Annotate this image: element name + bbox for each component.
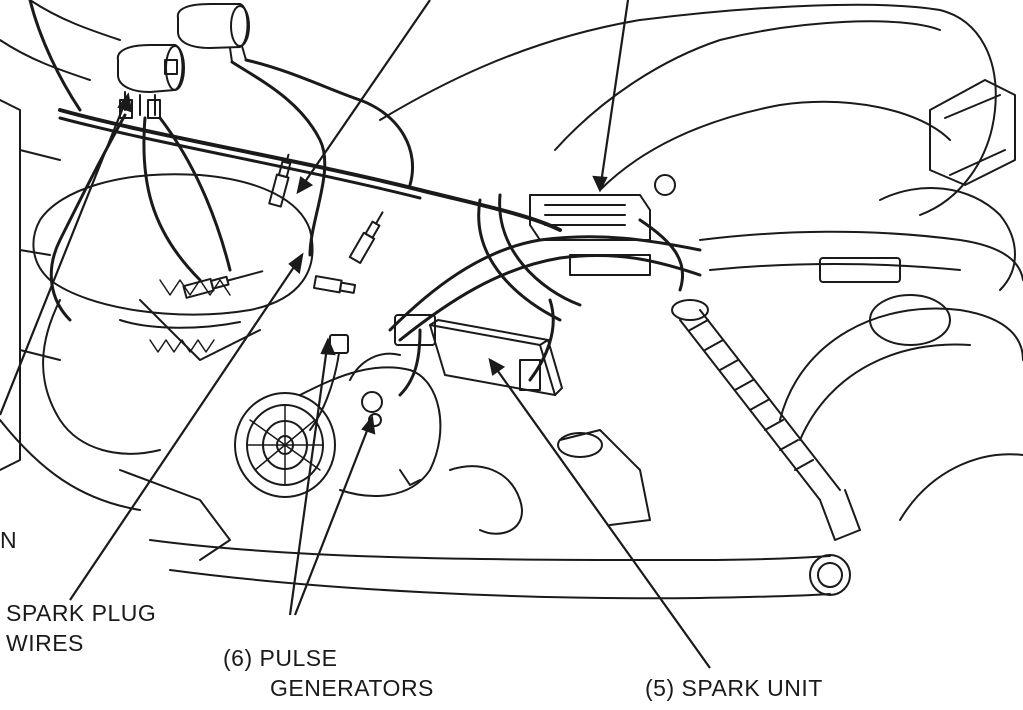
fuel-tank-outline — [379, 3, 1016, 291]
exhaust-pipe — [119, 429, 851, 600]
leader-line-pulse-gen-1 — [288, 339, 330, 616]
rear-tire — [779, 294, 1023, 521]
rear-shock-absorber — [671, 299, 861, 541]
spark-unit-box — [394, 314, 563, 396]
engine-block — [0, 0, 314, 511]
label-spark-plug-wires-line1: SPARK PLUG — [6, 600, 157, 626]
label-spark-plug-wires-line2: WIRES — [6, 630, 84, 656]
pulse-generator-rotor — [234, 334, 442, 498]
spark-plug-wires — [28, 0, 562, 322]
seat-and-frame — [699, 79, 1023, 283]
ignition-coil-front — [116, 44, 185, 119]
leader-line-top-mid — [297, 0, 431, 193]
leader-line-spark-plug-wires — [69, 254, 303, 601]
leader-line-spark-unit — [489, 359, 711, 669]
leader-line-top-right — [598, 0, 630, 191]
leader-lines — [0, 0, 711, 669]
label-spark-unit: (5) SPARK UNIT — [645, 675, 823, 701]
ignition-coil-rear — [176, 3, 250, 63]
label-cut-off-n: N — [0, 527, 18, 553]
leader-line-pulse-gen-2 — [293, 417, 374, 616]
leader-line-n — [0, 94, 130, 416]
label-pulse-generators-line2: GENERATORS — [270, 675, 434, 701]
spark-plugs — [182, 153, 384, 299]
label-pulse-generators-line1: (6) PULSE — [223, 645, 338, 671]
fuse-box — [529, 174, 676, 276]
